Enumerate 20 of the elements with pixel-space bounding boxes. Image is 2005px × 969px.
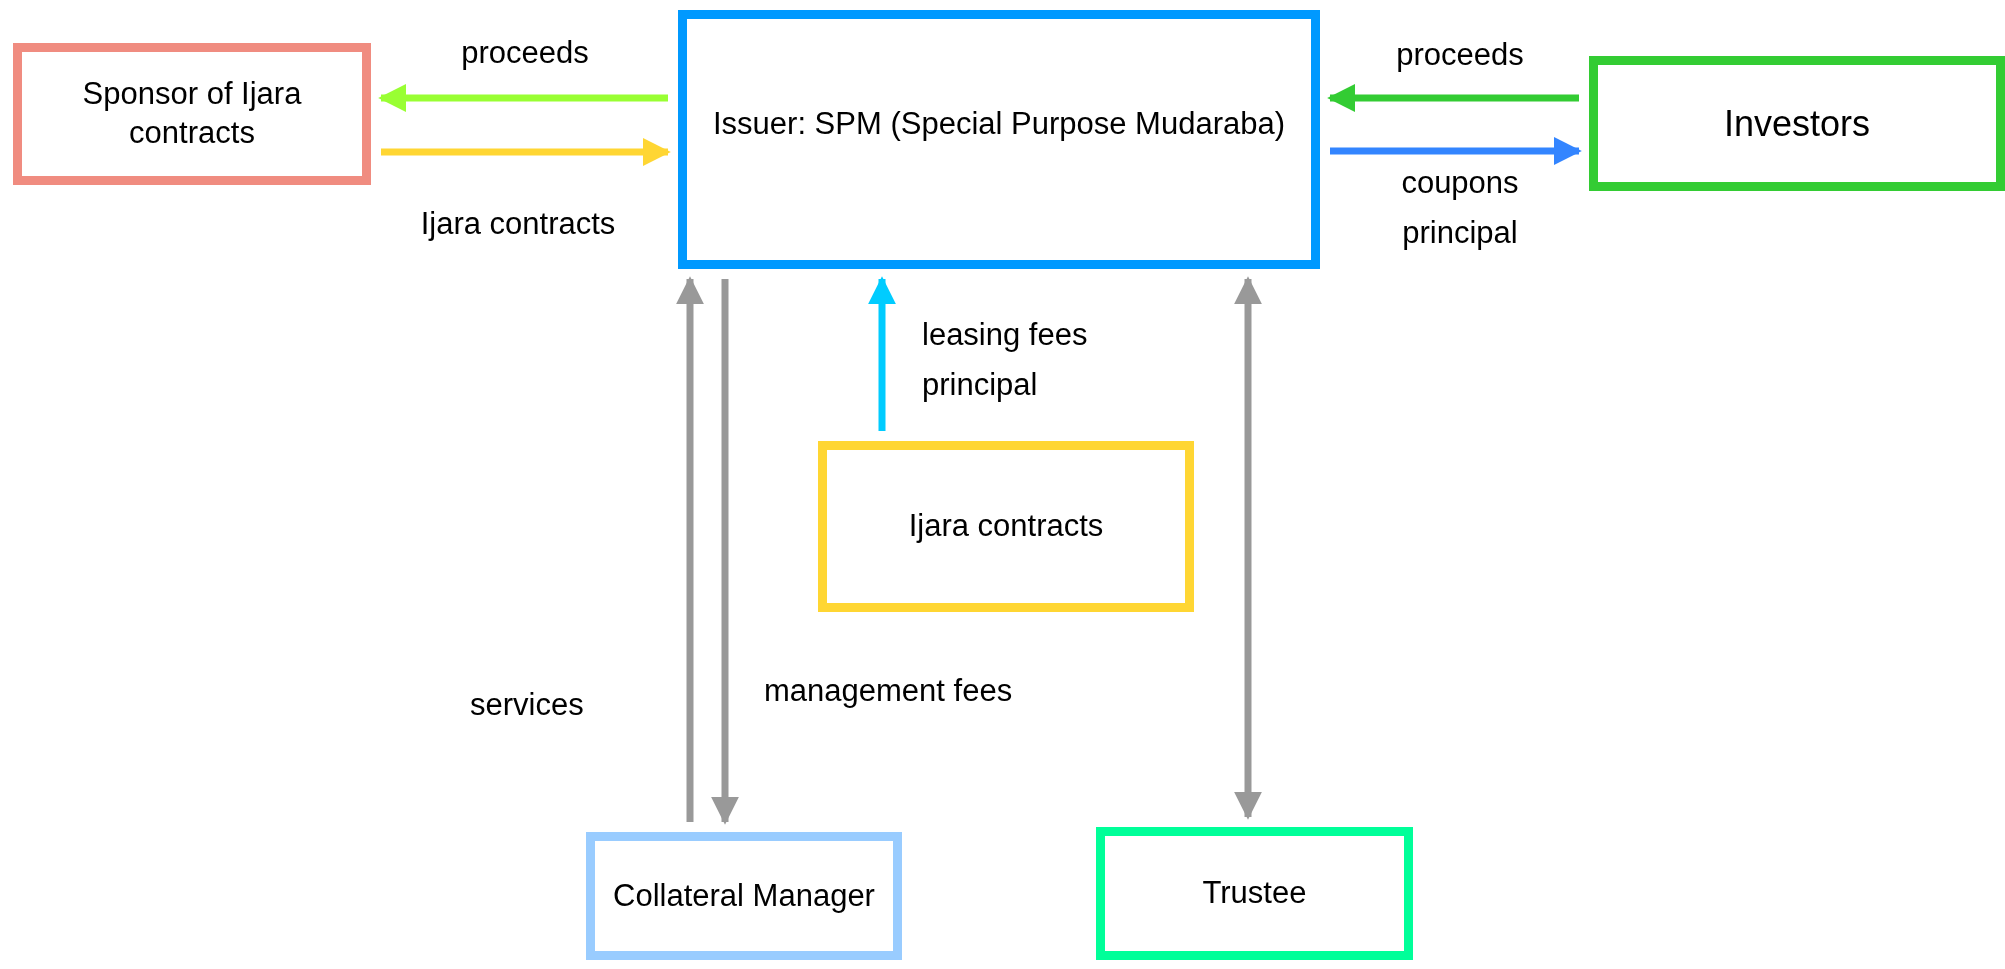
node-label: Ijara contracts bbox=[908, 507, 1104, 546]
edge-label: coupons principal bbox=[1400, 164, 1520, 252]
node-label: Trustee bbox=[1202, 874, 1307, 913]
edge-label: proceeds bbox=[460, 34, 590, 72]
entity-box bbox=[818, 441, 1194, 612]
node-label: Sponsor of Ijara contracts bbox=[81, 75, 303, 152]
node-label: Collateral Manager bbox=[613, 876, 875, 915]
edge-label: proceeds bbox=[1395, 36, 1525, 74]
entity-box bbox=[678, 10, 1320, 269]
edge-label: leasing fees principal bbox=[922, 316, 1089, 404]
node-label: Investors bbox=[1723, 102, 1871, 146]
edge-label: services bbox=[470, 686, 585, 724]
entity-box bbox=[1096, 827, 1413, 960]
entity-box bbox=[13, 43, 371, 185]
edge-label: Ijara contracts bbox=[419, 205, 617, 243]
entity-box bbox=[1589, 56, 2005, 191]
entity-box bbox=[586, 832, 902, 960]
arrow bbox=[1234, 276, 1262, 820]
edge-label: management fees bbox=[764, 672, 1014, 710]
node-label: Issuer: SPM (Special Purpose Mudaraba) bbox=[712, 105, 1285, 144]
